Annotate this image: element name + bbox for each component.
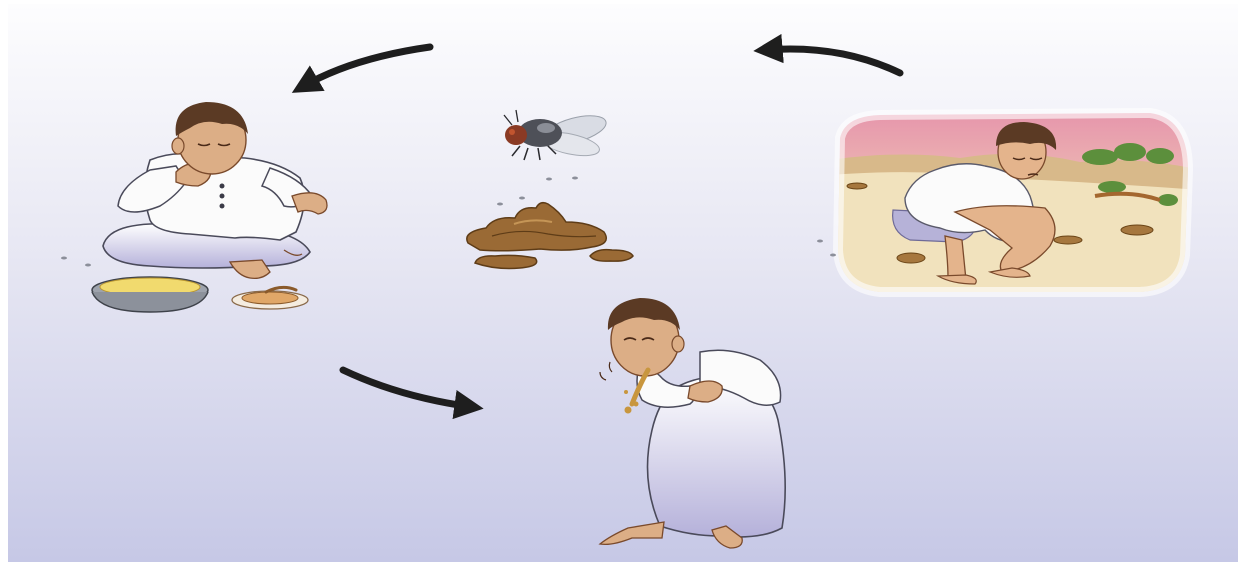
food-bowl [92,277,208,312]
open-defecation-scene [830,105,1200,300]
